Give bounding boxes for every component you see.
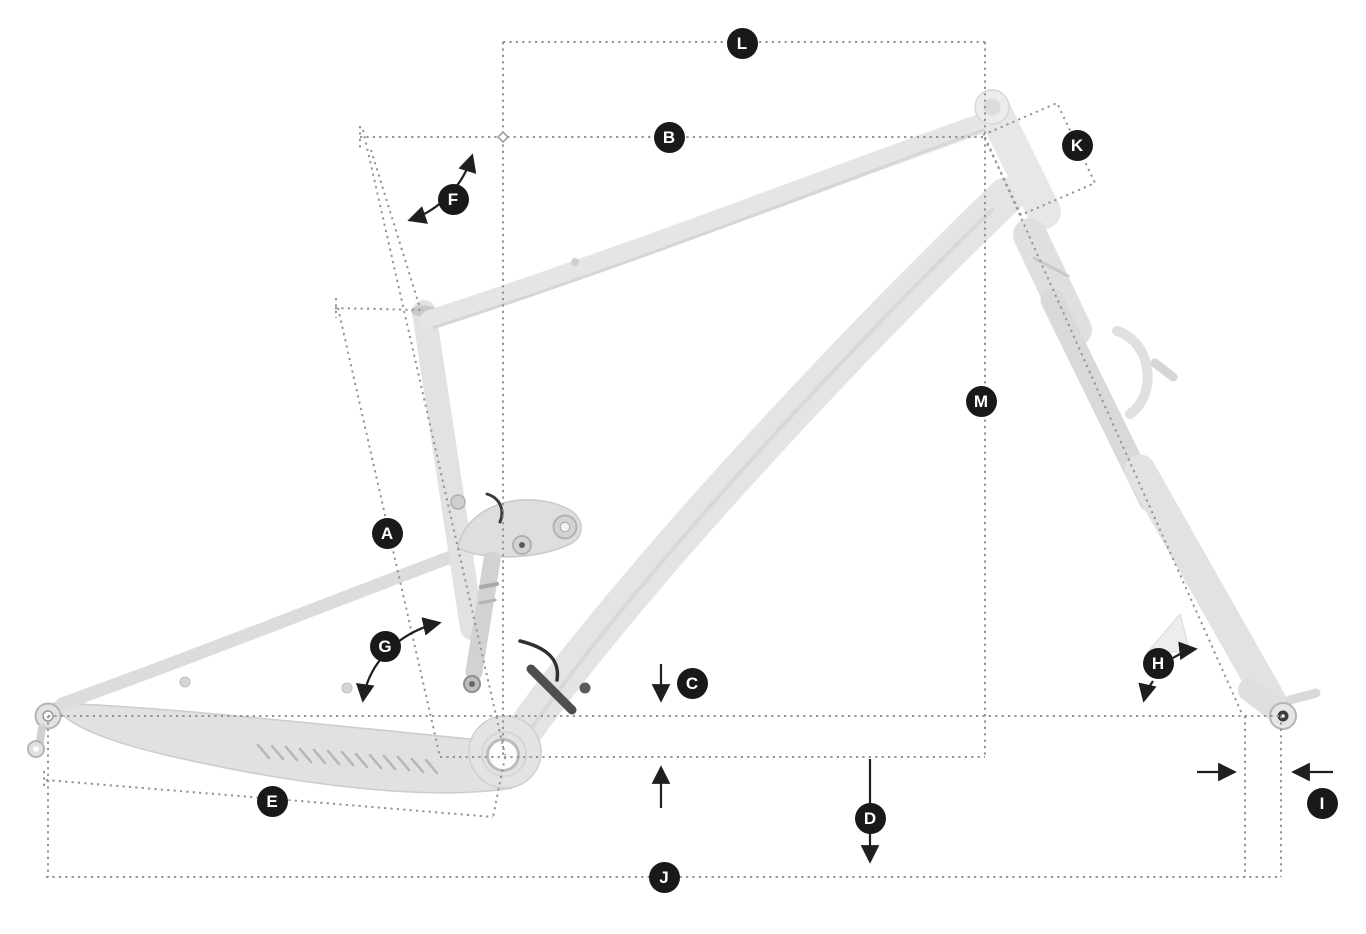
head-tube xyxy=(975,89,1061,229)
chainstay-boss xyxy=(179,676,191,688)
rocker-pivot-small-center xyxy=(519,542,525,548)
measurement-badge-h: H xyxy=(1142,647,1174,679)
intersection-marker xyxy=(496,130,510,144)
measurement-badge-e: E xyxy=(256,785,288,817)
dim-seat-top-line xyxy=(334,307,422,311)
rocker-pivot-main-center xyxy=(559,521,571,533)
head-tube-top-cap-inner xyxy=(983,98,1001,116)
measurement-badge-i: I xyxy=(1306,787,1338,819)
cable-seat-tube xyxy=(485,492,504,524)
top-tube-shade xyxy=(430,128,986,330)
measurement-badge-l: L xyxy=(726,27,758,59)
measurement-badge-b: B xyxy=(653,121,685,153)
rear-dropout-tab-center xyxy=(33,746,39,752)
chainstay-ribs xyxy=(256,743,439,775)
shock-body xyxy=(465,551,501,681)
measurement-badge-j: J xyxy=(648,861,680,893)
fender-tab xyxy=(1147,613,1191,653)
dim-seat-angle-line xyxy=(362,129,506,756)
measurement-badge-a: A xyxy=(371,517,403,549)
cable-bb xyxy=(518,639,560,682)
front-axle-lever xyxy=(1285,688,1321,705)
bb-ring xyxy=(481,731,527,777)
down-tube xyxy=(493,177,1025,767)
measurement-badge-g: G xyxy=(369,630,401,662)
shock-eyelet-center xyxy=(469,681,475,687)
shock-collar2 xyxy=(478,598,497,605)
fork-arrow-h-lower xyxy=(1138,680,1157,703)
bb-crank-hole xyxy=(486,738,520,772)
measurement-badge-f: F xyxy=(437,183,469,215)
rocker-link xyxy=(457,499,582,558)
front-axle-dot xyxy=(1281,714,1285,718)
rear-dropout-arm xyxy=(36,724,46,746)
chainstay-boss xyxy=(341,682,353,694)
chainstay-body xyxy=(53,702,513,794)
brake-mount-tab xyxy=(1150,358,1178,382)
rocker-pivot-front xyxy=(450,494,466,510)
top-tube-port xyxy=(571,258,579,266)
measurement-badge-k: K xyxy=(1061,129,1093,161)
dim-seatpost-axis xyxy=(370,149,421,309)
measurement-badge-c: C xyxy=(676,667,708,699)
seat-tube xyxy=(412,300,484,640)
down-tube-shade xyxy=(513,208,994,754)
measurement-badge-d: D xyxy=(854,802,886,834)
brake-mount-hook xyxy=(1112,326,1153,419)
chain-guide-dark xyxy=(526,664,577,715)
shock-collar xyxy=(479,582,499,589)
fork-arrow-h-upper xyxy=(1172,641,1198,661)
chainstay-pivot xyxy=(579,682,591,694)
measurement-badge-m: M xyxy=(965,385,997,417)
top-tube xyxy=(420,112,996,330)
fork-lower-leg xyxy=(1124,454,1288,719)
frame-illustration xyxy=(27,89,1321,794)
